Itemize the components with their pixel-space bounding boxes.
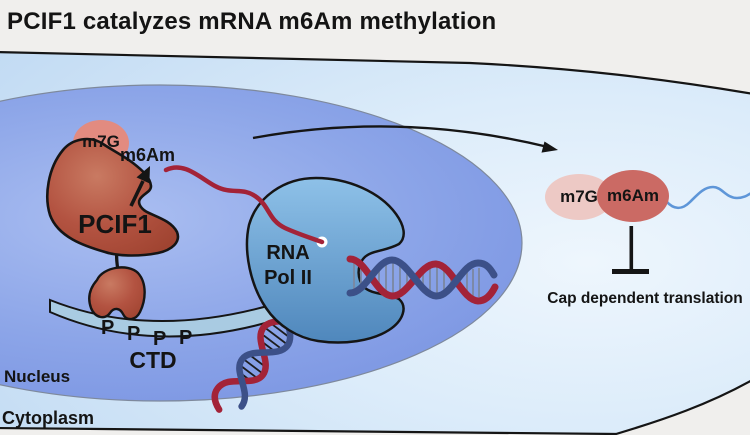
m7g-cap-label: m7G xyxy=(82,132,120,151)
mrna-cap-m7g xyxy=(545,174,613,220)
ctd-label: CTD xyxy=(129,347,177,373)
pol2-label-line2: Pol II xyxy=(264,267,312,289)
mrna-m7g-label: m7G xyxy=(560,187,598,206)
figure-title: PCIF1 catalyzes mRNA m6Am methylation xyxy=(7,8,497,35)
mrna-cap-m6am xyxy=(597,170,669,222)
rna-pol2-body xyxy=(245,176,405,344)
nuclear-export-arrow xyxy=(252,125,549,149)
cap-dependent-translation-label: Cap dependent translation xyxy=(547,290,743,307)
phosphate-label-1: P xyxy=(101,317,115,339)
phosphate-label-2: P xyxy=(127,323,141,345)
phosphate-label-3: P xyxy=(153,328,167,350)
inhibition-bar-stem xyxy=(629,226,634,271)
cytoplasm-label: Cytoplasm xyxy=(2,408,95,428)
mrna-m6am-label: m6Am xyxy=(607,186,659,205)
methylation-arrowhead xyxy=(136,166,150,184)
methylation-arrow-shaft xyxy=(129,180,145,207)
nucleus-label: Nucleus xyxy=(4,367,71,386)
inhibition-bar-head xyxy=(612,269,649,274)
pcif1-small-lobe xyxy=(88,266,146,321)
nuclear-export-arrowhead xyxy=(541,141,558,153)
mrna-strand xyxy=(664,185,750,210)
dna-helix-right xyxy=(346,255,499,305)
dna-strand-red-right xyxy=(346,255,499,305)
pcif1-body xyxy=(46,137,180,257)
pcif1-label: PCIF1 xyxy=(78,209,152,239)
dna-strand-red-bottom xyxy=(211,310,312,413)
m6am-product-label: m6Am xyxy=(120,145,176,165)
dna-strand-blue-right xyxy=(346,256,498,300)
pol2-label-line1: RNA xyxy=(266,242,310,264)
phosphate-label-4: P xyxy=(179,327,193,349)
nascent-mrna xyxy=(163,165,325,245)
